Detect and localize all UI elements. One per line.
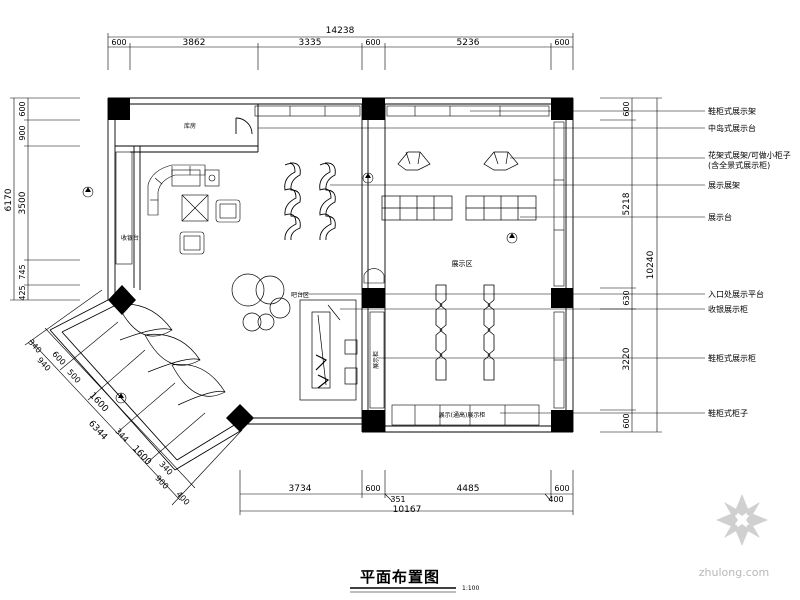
dim-diag-seg-6: 344 (113, 427, 130, 444)
cashier-counter (299, 299, 358, 401)
column-middle-left (362, 288, 385, 308)
dim-left-small: 425 (18, 285, 27, 300)
dim-top-seg-6: 600 (554, 38, 569, 47)
dim-left-seg-4: 745 (18, 264, 27, 279)
dim-right-seg-3: 630 (622, 290, 631, 305)
dim-left-seg-2: 900 (18, 125, 27, 140)
elevation-marker-arrows (85, 173, 515, 398)
display-stands-swirl (284, 162, 336, 241)
column-top-middle (362, 98, 385, 120)
dim-bottom-seg-3: 4485 (457, 484, 480, 494)
bottom-shelf-label: 展示(通高)展示柜 (439, 411, 486, 419)
annotation-list: 鞋柜式展示架 中岛式展示台 花架式展架/可做小柜子(含全景式展示柜) 展示展架 … (708, 106, 791, 418)
room-label-counter: 吧台区 (291, 291, 309, 299)
dim-bottom-seg-1: 3734 (289, 484, 312, 494)
vertical-shelf-label: 展示柜 (372, 351, 380, 369)
annotation-9: 鞋柜式柜子 (708, 408, 748, 418)
annotation-5: 展示台 (708, 212, 732, 222)
title-underline (350, 587, 456, 593)
dim-right-seg-4: 3220 (622, 347, 632, 370)
column-diagonal-top (108, 285, 136, 315)
dim-bottom-small-1: 351 (390, 495, 405, 504)
elevation-markers (82, 172, 518, 404)
diagonal-dimension-labels: 340 940 600 500 1600 6344 344 1600 340 9… (26, 338, 191, 507)
room-label-cashier: 收银台 (121, 234, 139, 242)
dim-left-overall: 6170 (4, 188, 14, 211)
circle-display-tables (231, 273, 291, 332)
wavy-display-shelves (435, 284, 495, 381)
entrance-display-petals (117, 303, 226, 406)
column-top-right (551, 98, 573, 120)
bottom-dimension-chain (239, 470, 574, 515)
dim-diag-seg-2: 940 (35, 356, 52, 373)
dim-right-seg-2: 5218 (622, 192, 632, 215)
dim-top-seg-1: 600 (111, 38, 126, 47)
dim-bottom-seg-2: 600 (365, 484, 380, 493)
dim-diag-overall: 6344 (86, 419, 109, 443)
column-bottom-right (551, 410, 573, 432)
dim-left-seg-1: 600 (18, 101, 27, 116)
dim-right-seg-1: 600 (622, 101, 631, 116)
dim-bottom-seg-4: 600 (554, 484, 569, 493)
column-diagonal-bottom (226, 404, 254, 432)
dim-top-seg-5: 5236 (457, 38, 480, 48)
dim-right-seg-5: 600 (622, 413, 631, 428)
column-bottom-middle (362, 410, 385, 432)
dim-bottom-overall: 10167 (393, 505, 422, 515)
dim-diag-seg-4: 500 (65, 368, 82, 385)
top-dimension-chain (107, 33, 574, 70)
column-middle-right (551, 288, 573, 308)
annotation-6: 入口处展示平台 (708, 289, 764, 299)
dim-top-overall: 14238 (326, 26, 355, 36)
annotation-4: 展示展架 (708, 181, 740, 190)
dim-top-seg-3: 3335 (299, 38, 322, 48)
annotation-3: 花架式展架/可做小柜子(含全景式展示柜) (708, 150, 791, 170)
leader-lines (258, 110, 705, 414)
dim-diag-seg-1: 340 (26, 338, 43, 355)
annotation-8: 鞋柜式展示柜 (708, 353, 756, 363)
annotation-2: 中岛式展示台 (708, 123, 756, 133)
drawing-scale: 1:100 (462, 585, 479, 592)
dim-diag-seg-5: 1600 (87, 391, 110, 415)
dim-diag-seg-7: 1600 (130, 444, 153, 468)
lounge-seating (147, 164, 241, 255)
column-top-left (108, 98, 130, 120)
dim-top-seg-2: 3862 (183, 38, 206, 48)
dim-right-overall: 10240 (646, 250, 656, 279)
drawing-title: 平面布置图 (360, 568, 440, 586)
left-dimension-chain (10, 97, 80, 301)
walls (49, 97, 574, 471)
dim-left-seg-3: 3500 (18, 191, 28, 214)
wall-shelves (115, 105, 565, 426)
room-label-display-area: 展示区 (452, 260, 473, 268)
room-label-store-room: 库房 (184, 122, 196, 130)
diagonal-dimension-chain (24, 289, 243, 506)
island-display-tables (381, 151, 537, 221)
annotation-1: 鞋柜式展示架 (708, 106, 756, 116)
watermark-logo-icon (716, 494, 768, 546)
dim-top-seg-4: 600 (365, 38, 380, 47)
watermark-text: zhulong.com (699, 566, 769, 579)
dim-bottom-small-2: 400 (548, 495, 563, 504)
dim-diag-seg-10: 400 (174, 490, 191, 507)
annotation-7: 收银展示柜 (708, 304, 748, 314)
structural-columns (108, 98, 573, 432)
